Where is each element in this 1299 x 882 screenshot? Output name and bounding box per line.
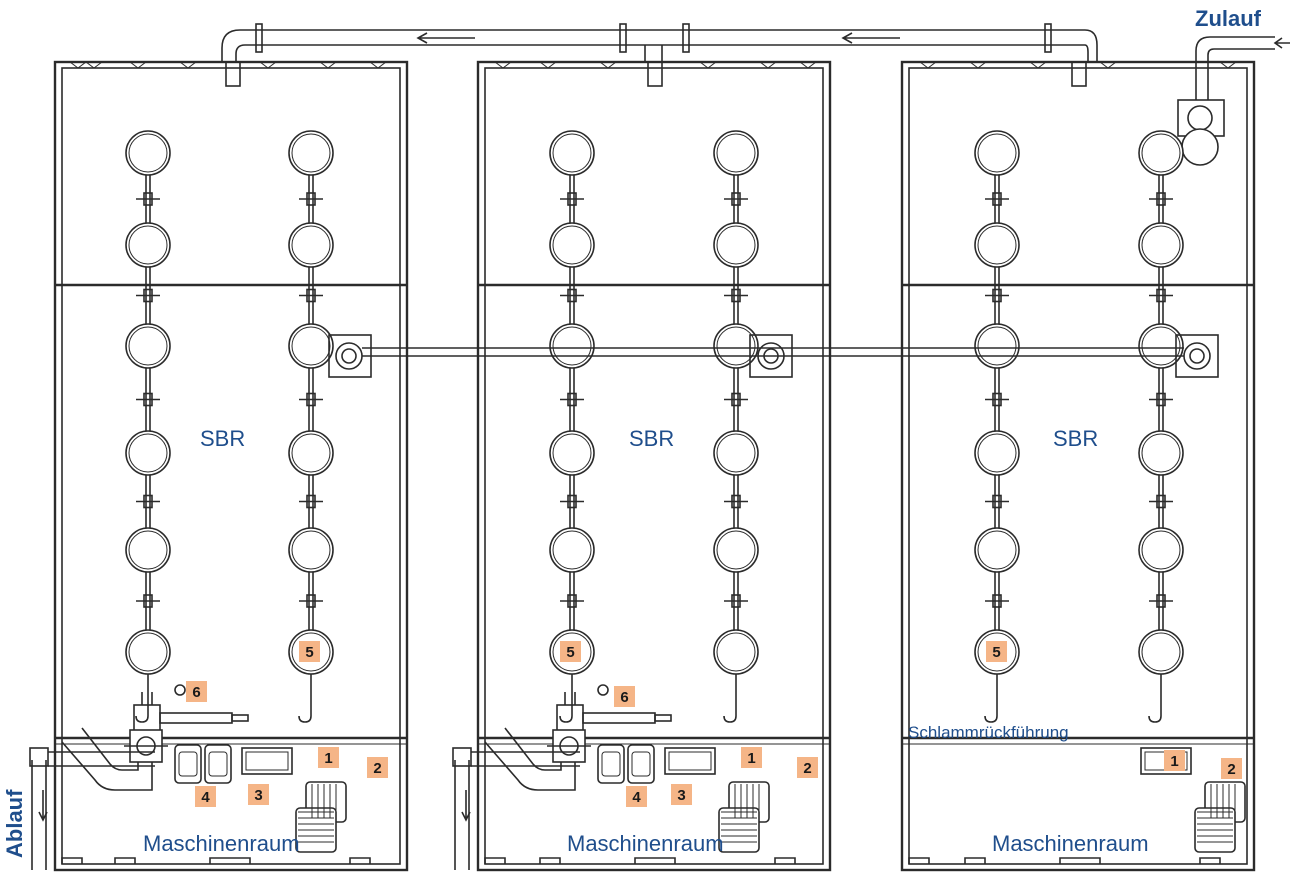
- diffuser-membrane: [1138, 130, 1184, 176]
- diffuser-membrane: [1138, 629, 1184, 675]
- component-badge-1: 1: [1164, 750, 1185, 771]
- component-badge-3: 3: [248, 784, 269, 805]
- machine-room-label-left: Maschinenraum: [143, 831, 300, 856]
- component-badge-2: 2: [1221, 758, 1242, 779]
- diffuser-string: [713, 130, 759, 723]
- equipment: [61, 684, 1246, 853]
- container-right: [900, 60, 1256, 872]
- diffuser-membrane: [549, 130, 595, 176]
- diffuser-membrane: [713, 527, 759, 573]
- machine-room-label-middle: Maschinenraum: [567, 831, 724, 856]
- sludge-return-pipe: [328, 334, 1219, 378]
- diffuser-membrane: [1138, 430, 1184, 476]
- diffuser-string: [125, 130, 171, 723]
- component-badge-6: 6: [186, 681, 207, 702]
- diffuser-membrane: [288, 222, 334, 268]
- component-badge-5: 5: [299, 641, 320, 662]
- svg-text:6: 6: [192, 684, 200, 701]
- diffuser-string: [288, 130, 334, 723]
- diffuser-membrane: [125, 430, 171, 476]
- component-badges: 1 2 3 4 5 6 1 2 3 4 5 6 1 2 5: [186, 641, 1242, 807]
- machine-room-equipment: [61, 684, 347, 853]
- svg-text:3: 3: [254, 787, 262, 804]
- diffuser-membrane: [288, 430, 334, 476]
- sludge-return-label: Schlammrückführung: [908, 723, 1069, 742]
- diffuser-membrane: [549, 527, 595, 573]
- diffuser-membrane: [125, 629, 171, 675]
- sbr-label-middle: SBR: [629, 426, 674, 451]
- svg-text:4: 4: [201, 789, 210, 806]
- svg-text:2: 2: [1227, 761, 1235, 778]
- component-badge-6: 6: [614, 686, 635, 707]
- diffuser-membrane: [125, 527, 171, 573]
- diffuser-membrane: [288, 130, 334, 176]
- diffuser-membrane: [125, 222, 171, 268]
- svg-text:3: 3: [677, 787, 685, 804]
- sbr-label-left: SBR: [200, 426, 245, 451]
- diffuser-membrane: [713, 323, 759, 369]
- svg-text:5: 5: [566, 644, 574, 661]
- diffuser-membrane: [713, 222, 759, 268]
- diffuser-membrane: [713, 130, 759, 176]
- machine-room-label-right: Maschinenraum: [992, 831, 1149, 856]
- diffuser-membrane: [288, 527, 334, 573]
- component-badge-1: 1: [741, 747, 762, 768]
- inflow-label: Zulauf: [1195, 6, 1262, 31]
- svg-text:5: 5: [305, 644, 313, 661]
- diffuser-membrane: [974, 222, 1020, 268]
- diffuser-membrane: [713, 629, 759, 675]
- svg-text:6: 6: [620, 689, 628, 706]
- diffuser-string: [974, 130, 1020, 723]
- component-badge-4: 4: [195, 786, 216, 807]
- outflow-label: Ablauf: [2, 789, 27, 858]
- diffuser-membrane: [974, 130, 1020, 176]
- component-badge-3: 3: [671, 784, 692, 805]
- component-badge-5: 5: [560, 641, 581, 662]
- machine-room-equipment: [484, 684, 770, 853]
- diffuser-membrane: [713, 430, 759, 476]
- diffuser-membrane: [1138, 527, 1184, 573]
- sbr-label-right: SBR: [1053, 426, 1098, 451]
- diffuser-string: [549, 130, 595, 723]
- diffuser-membrane: [974, 430, 1020, 476]
- diffuser-membrane: [1138, 323, 1184, 369]
- diffuser-membrane: [974, 323, 1020, 369]
- component-badge-2: 2: [367, 757, 388, 778]
- svg-text:4: 4: [632, 789, 641, 806]
- diffuser-membrane: [974, 527, 1020, 573]
- container-feet: [61, 857, 1221, 864]
- outflow-pipe: [29, 747, 580, 870]
- svg-text:1: 1: [1170, 753, 1178, 770]
- diffuser-string: [1138, 130, 1184, 723]
- diffuser-membrane: [1138, 222, 1184, 268]
- roof-hatching: [69, 61, 1237, 69]
- diffuser-membrane: [125, 130, 171, 176]
- svg-text:2: 2: [803, 760, 811, 777]
- component-badge-4: 4: [626, 786, 647, 807]
- inflow-pipe: [221, 23, 1290, 166]
- diffuser-membrane: [125, 323, 171, 369]
- diffuser-membrane: [549, 430, 595, 476]
- component-badge-5: 5: [986, 641, 1007, 662]
- svg-text:2: 2: [373, 760, 381, 777]
- svg-text:1: 1: [324, 750, 332, 767]
- diffuser-membrane: [549, 222, 595, 268]
- diffuser-membrane: [549, 323, 595, 369]
- component-badge-2: 2: [797, 757, 818, 778]
- diffuser-membrane: [288, 323, 334, 369]
- svg-text:5: 5: [992, 644, 1000, 661]
- component-badge-1: 1: [318, 747, 339, 768]
- svg-text:1: 1: [747, 750, 755, 767]
